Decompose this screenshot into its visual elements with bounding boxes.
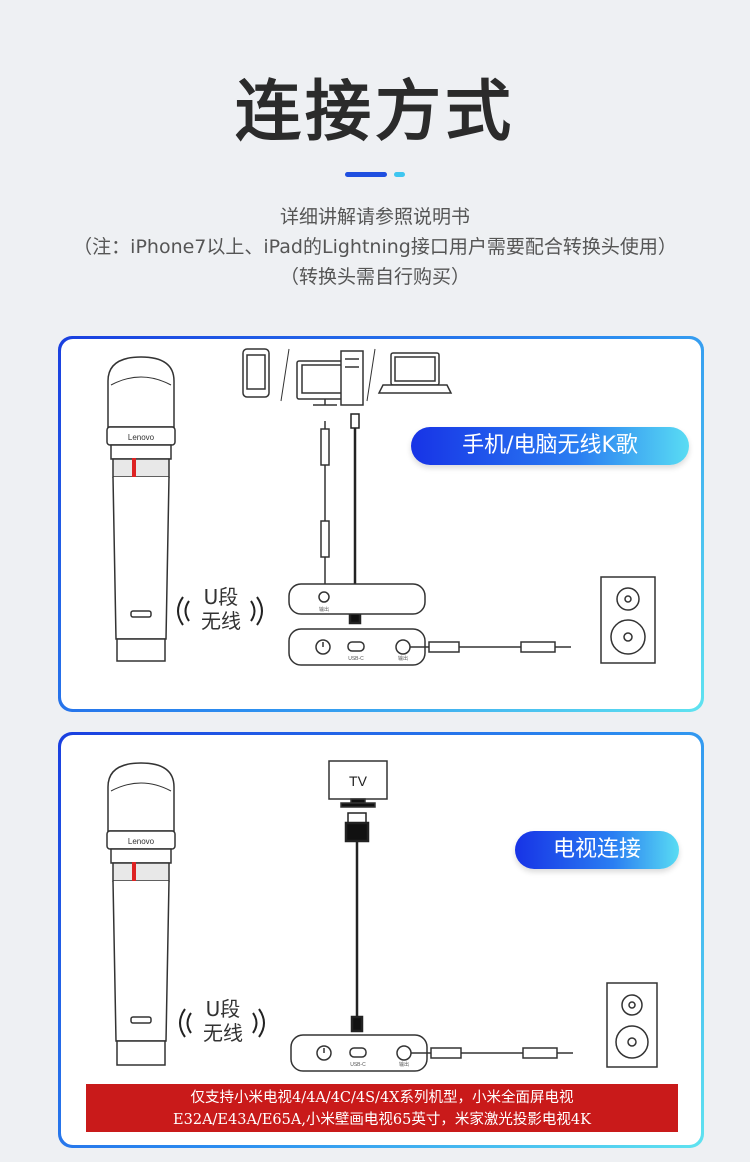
badge-phone-pc: 手机/电脑无线K歌 — [411, 427, 689, 465]
phone-pc-diagram: Lenovo — [106, 348, 656, 666]
microphone-icon — [106, 762, 176, 1066]
wireless-line2: 无线 — [203, 1021, 243, 1045]
tv-diagram: Lenovo TV — [106, 760, 658, 1072]
laptop-icon — [377, 352, 453, 394]
compatibility-line2: E32A/E43A/E65A,小米壁画电视65英寸，米家激光投影电视4K — [173, 1112, 591, 1128]
usb-c-port-label: USB-C — [348, 656, 364, 662]
phone-icon — [242, 348, 290, 402]
microphone-icon — [106, 356, 176, 662]
speaker-icon — [606, 982, 658, 1068]
badge-tv: 电视连接 — [515, 831, 679, 869]
panel-phone-pc-inner: Lenovo — [61, 339, 701, 709]
compatibility-note: 仅支持小米电视4/4A/4C/4S/4X系列机型，小米全面屏电视 E32A/E4… — [86, 1084, 678, 1132]
wireless-label: U段 无线 — [193, 997, 253, 1045]
speaker-cable-icon — [410, 641, 571, 653]
manual-note: 详细讲解请参照说明书 — [279, 206, 470, 228]
desktop-pc-icon — [296, 348, 376, 406]
wireless-line2: 无线 — [201, 609, 241, 633]
panel-phone-pc: Lenovo — [58, 336, 704, 712]
underline-bar-long — [345, 172, 387, 177]
tv-icon — [328, 760, 388, 808]
wireless-waves-icon — [179, 1008, 265, 1038]
speaker-icon — [600, 576, 656, 664]
receiver-device — [288, 628, 426, 666]
transmitter-port-label: 输出 — [319, 606, 329, 613]
mic-brand-label: Lenovo — [128, 433, 155, 442]
lightning-note: （注：iPhone7以上、iPad的Lightning接口用户需要配合转换头使用… — [73, 236, 677, 258]
tv-cable-icon — [344, 812, 370, 1033]
output-port-label: 输出 — [399, 1061, 409, 1068]
output-port-label: 输出 — [398, 655, 408, 662]
mic-brand-label: Lenovo — [128, 837, 155, 846]
wireless-line1: U段 — [205, 997, 241, 1021]
transmitter-device — [288, 583, 426, 615]
aux-cable-icon — [320, 421, 330, 584]
page-title: 连接方式 — [235, 73, 515, 150]
usb-c-port-label: USB-C — [350, 1062, 366, 1068]
compatibility-line1: 仅支持小米电视4/4A/4C/4S/4X系列机型，小米全面屏电视 — [190, 1090, 574, 1106]
wireless-label: U段 无线 — [191, 585, 251, 633]
adapter-note: （转换头需自行购买） — [279, 266, 470, 288]
receiver-device — [290, 1034, 428, 1072]
speaker-cable-icon — [411, 1047, 573, 1059]
wireless-waves-icon — [177, 596, 263, 626]
panel-tv-inner: Lenovo TV — [61, 735, 701, 1145]
panel-tv: Lenovo TV — [58, 732, 704, 1148]
tv-label: TV — [349, 773, 368, 789]
underline-bar-short — [394, 172, 405, 177]
wireless-line1: U段 — [203, 585, 239, 609]
